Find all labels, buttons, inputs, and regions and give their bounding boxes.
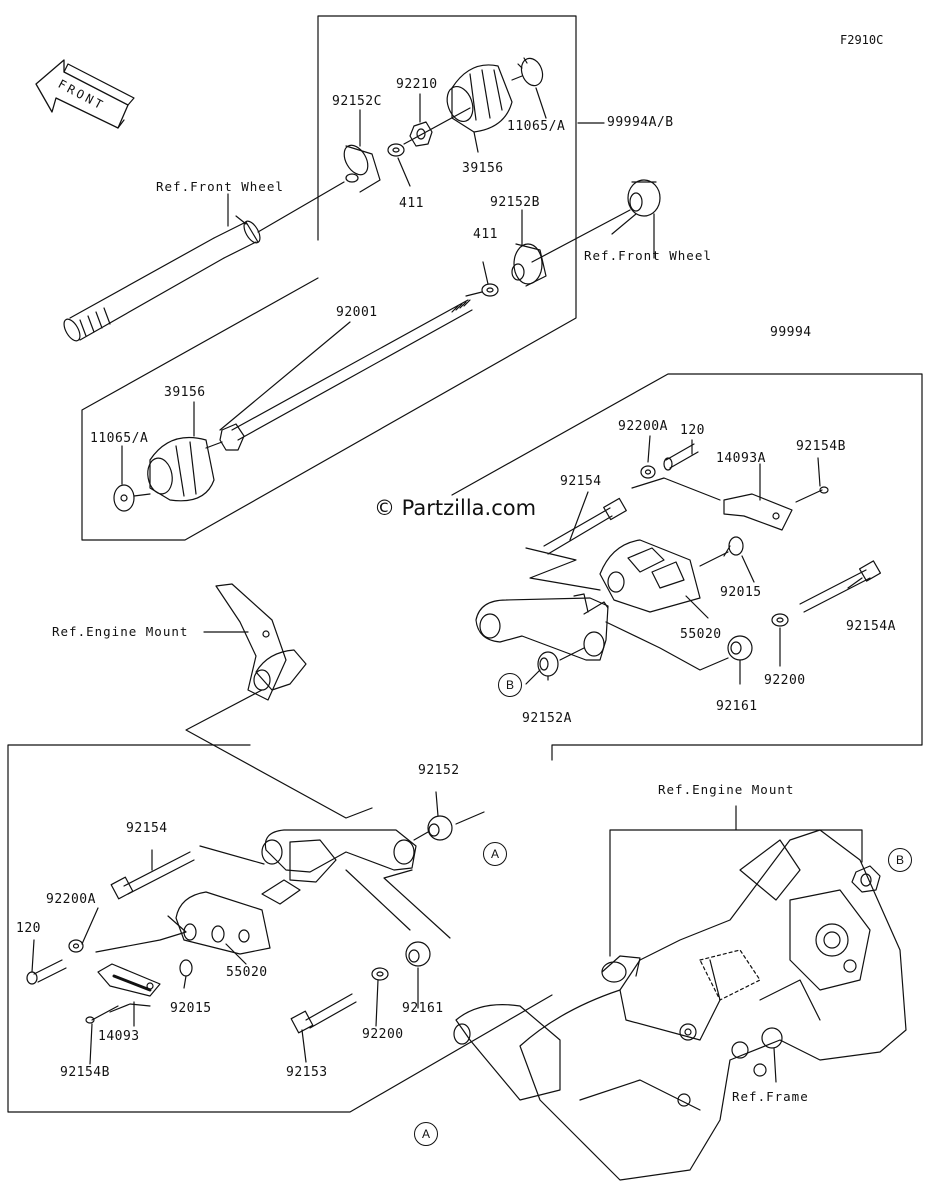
label-kit-99994: 99994 bbox=[770, 325, 812, 340]
callout-a-mount: A bbox=[414, 1122, 438, 1146]
cap-plate-11065A-left bbox=[113, 484, 135, 512]
label-92200A-left: 92200A bbox=[46, 892, 96, 907]
label-14093A: 14093A bbox=[716, 451, 766, 466]
label-11065A-top: 11065/A bbox=[507, 119, 566, 134]
bracket-left bbox=[261, 829, 417, 905]
collar-92152A bbox=[537, 651, 559, 677]
slider-block-55020-left bbox=[175, 891, 271, 955]
cap-plate-11065A-top bbox=[517, 57, 544, 87]
callout-b-right: B bbox=[498, 673, 522, 697]
kit-boundary-top bbox=[81, 15, 577, 541]
bracket-right bbox=[475, 593, 609, 661]
ref-engine-mount-right: Ref.Engine Mount bbox=[658, 782, 795, 797]
bolt-92154-left bbox=[110, 851, 195, 900]
washer-92200A-right bbox=[640, 465, 656, 479]
nut-92210 bbox=[409, 121, 433, 147]
label-92015-right: 92015 bbox=[720, 585, 762, 600]
ref-front-wheel-left: Ref.Front Wheel bbox=[156, 179, 284, 194]
label-92152-left: 92152 bbox=[418, 763, 460, 778]
label-92015-left: 92015 bbox=[170, 1001, 212, 1016]
bolt-92153 bbox=[290, 993, 357, 1034]
plate-14093A bbox=[723, 493, 793, 531]
ref-frame: Ref.Frame bbox=[732, 1089, 809, 1104]
label-92154A: 92154A bbox=[846, 619, 896, 634]
collar-92152B bbox=[511, 243, 547, 287]
mount-bracket-A bbox=[453, 1004, 561, 1101]
ref-front-wheel-right: Ref.Front Wheel bbox=[584, 248, 712, 263]
label-92154-left: 92154 bbox=[126, 821, 168, 836]
bolt-92154-right bbox=[543, 497, 627, 555]
label-92154B-right: 92154B bbox=[796, 439, 846, 454]
label-92152B: 92152B bbox=[490, 195, 540, 210]
rubber-mount-left bbox=[601, 955, 641, 983]
label-14093: 14093 bbox=[98, 1029, 140, 1044]
label-55020-left: 55020 bbox=[226, 965, 268, 980]
collar-92152-left bbox=[427, 815, 453, 841]
front-axle bbox=[63, 181, 345, 342]
label-kit-99994AB: 99994A/B bbox=[607, 115, 674, 130]
label-92154B-left: 92154B bbox=[60, 1065, 110, 1080]
kit-boundary-right bbox=[451, 373, 923, 761]
label-92200-right: 92200 bbox=[764, 673, 806, 688]
bushing-92161-left bbox=[405, 941, 431, 967]
slider-cap-39156-left bbox=[147, 436, 215, 502]
label-92153: 92153 bbox=[286, 1065, 328, 1080]
label-11065A-left: 11065/A bbox=[90, 431, 149, 446]
label-92161-right: 92161 bbox=[716, 699, 758, 714]
nut-mount-right bbox=[851, 865, 881, 893]
label-411-top: 411 bbox=[399, 196, 424, 211]
label-92154-right: 92154 bbox=[560, 474, 602, 489]
washer-411-top bbox=[387, 143, 405, 157]
bolt-92154A bbox=[799, 560, 882, 613]
label-39156-top: 39156 bbox=[462, 161, 504, 176]
bolt-92001 bbox=[219, 299, 473, 451]
label-92161-left: 92161 bbox=[402, 1001, 444, 1016]
callout-b-mount: B bbox=[888, 848, 912, 872]
label-120-right: 120 bbox=[680, 423, 705, 438]
washer-92200-right bbox=[771, 613, 789, 627]
collar-92152C bbox=[343, 144, 381, 193]
callout-a-top: A bbox=[483, 842, 507, 866]
label-92001: 92001 bbox=[336, 305, 378, 320]
screw-92154B-right bbox=[795, 486, 829, 503]
spacer-92015-right bbox=[723, 536, 744, 557]
front-arrow-icon bbox=[35, 59, 135, 129]
label-39156-left: 39156 bbox=[164, 385, 206, 400]
bushing-right-wheel bbox=[627, 179, 661, 217]
label-55020-right: 55020 bbox=[680, 627, 722, 642]
screw-92154B-left bbox=[85, 1005, 119, 1024]
label-92152C: 92152C bbox=[332, 94, 382, 109]
engine-mount-ref-left bbox=[215, 583, 307, 701]
spacer-92015-left bbox=[179, 959, 193, 977]
frame-ref bbox=[519, 829, 907, 1181]
label-92200-left: 92200 bbox=[362, 1027, 404, 1042]
label-92210: 92210 bbox=[396, 77, 438, 92]
washer-411-mid bbox=[481, 283, 499, 297]
slider-block-55020-right bbox=[599, 539, 701, 613]
label-411-mid: 411 bbox=[473, 227, 498, 242]
bolt-120-right bbox=[663, 443, 699, 471]
kit-boundary-left bbox=[7, 744, 553, 1113]
slider-cap-39156-top bbox=[446, 64, 513, 133]
label-120-left: 120 bbox=[16, 921, 41, 936]
ref-engine-mount-left: Ref.Engine Mount bbox=[52, 624, 189, 639]
label-92152A: 92152A bbox=[522, 711, 572, 726]
washer-92200A-left bbox=[68, 939, 84, 953]
figure-code: F2910C bbox=[840, 33, 884, 47]
watermark: © Partzilla.com bbox=[374, 496, 537, 520]
washer-92200-left bbox=[371, 967, 389, 981]
bushing-92161-right bbox=[727, 635, 753, 661]
plate-14093 bbox=[97, 963, 161, 997]
label-92200A-right: 92200A bbox=[618, 419, 668, 434]
